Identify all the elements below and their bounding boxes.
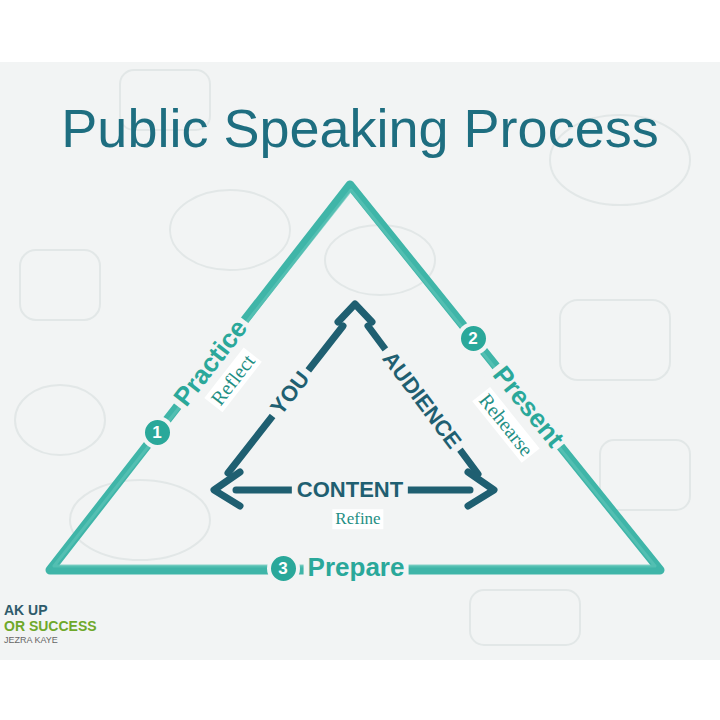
callout-number: 1 [152,424,161,441]
inner-cycle-arrows [214,304,494,506]
diagram-title: Public Speaking Process [61,97,658,159]
number-circle: 1 [141,416,174,449]
outer-triangle [50,185,660,570]
logo-text: OR SUCCESS [4,618,97,634]
number-circle: 2 [457,322,490,355]
background-panel [0,62,720,660]
edit-label: Refine [332,509,383,529]
logo-text: JEZRA KAYE [4,635,58,645]
speech-bubble-pattern [15,70,690,645]
logo-text: AK UP [4,602,48,618]
number-circle: 3 [267,552,300,585]
callout-number: 2 [468,330,477,347]
step-label: Prepare [304,553,409,583]
cycle-label: CONTENT [292,477,408,502]
callout-number: 3 [278,560,287,577]
